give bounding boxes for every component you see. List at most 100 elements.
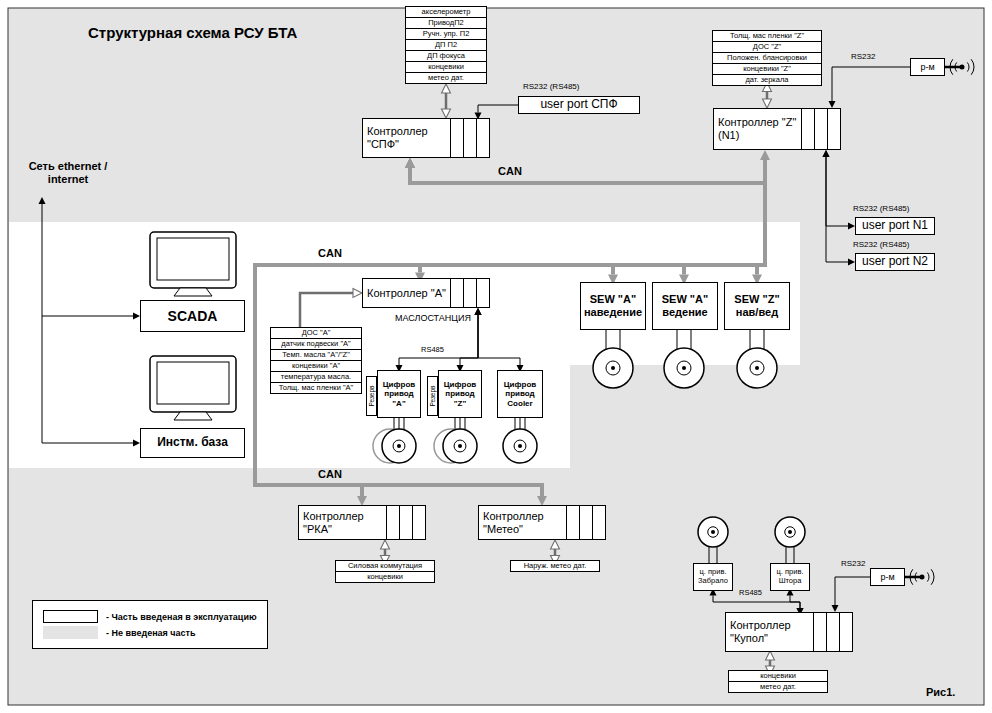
serial-link (790, 596, 800, 609)
device-box: user port СПФ (518, 96, 640, 114)
antenna-dot (960, 65, 965, 70)
legend-swatch (43, 610, 98, 623)
port-cell (579, 506, 592, 539)
commissioned-area (9, 222, 800, 468)
node-text: ц. прив. Штора (773, 568, 807, 585)
motor-shaft (454, 440, 466, 452)
sensor-row: Наруж. метео дат. (511, 561, 599, 571)
port-cell (826, 613, 839, 651)
sensor-row: Ручн. упр. П2 (406, 29, 486, 40)
device-box: Инстм. база (140, 428, 245, 458)
port-cell (412, 506, 425, 539)
port-cell (463, 279, 476, 307)
monitor-case (150, 232, 236, 288)
bus-label: CAN (318, 468, 342, 481)
motor-wire (750, 330, 751, 351)
edge-label: RS232 (840, 559, 866, 568)
serial-link (826, 157, 848, 262)
frame-ground (8, 8, 984, 705)
serial-link (826, 157, 848, 226)
port-cell (814, 109, 827, 149)
network-label: Сеть ethernet / internet (18, 160, 118, 185)
node-text: SEW "A" наведение (583, 293, 643, 318)
device-box: SCADA (140, 300, 245, 332)
antenna-feed (905, 576, 922, 579)
motor-wire (606, 330, 607, 351)
sensor-list: концевикиметео дат. (728, 670, 828, 693)
node-text: Контроллер "РКА" (303, 510, 382, 535)
sensor-row: ДОС "Z" (713, 42, 821, 53)
node-text: Резерв (368, 385, 375, 406)
monitor-screen (157, 362, 229, 404)
sensor-row: ДП П2 (406, 40, 486, 51)
sensor-row: метео дат. (406, 73, 486, 83)
node-text: Контроллер "Метео" (483, 510, 562, 535)
radio-wave (950, 59, 953, 74)
node-text: р-м (880, 572, 894, 582)
node-text: Контроллер "Купол" (730, 619, 809, 644)
sensor-row: Толщ. мас пленки "Z" (713, 31, 821, 42)
sensor-row: Силовая коммутация (336, 561, 434, 572)
motor-center (397, 444, 401, 448)
serial-link (478, 105, 518, 113)
device-box: р-м (910, 58, 945, 76)
sensor-list: акселерометрПриводП2Ручн. упр. П2ДП П2ДП… (405, 6, 487, 84)
port-cell (450, 119, 463, 157)
motor-center (711, 530, 715, 534)
sensor-row: Толщ. мас пленки "А" (271, 383, 361, 393)
legend-swatch (43, 626, 98, 639)
radio-wave (967, 62, 969, 71)
node-text: Цифров привод "А" (380, 380, 418, 408)
sensor-row: Положен. блансировки (713, 53, 821, 64)
radio-wave (927, 572, 929, 581)
node-text: Контроллер "Z" (N1) (718, 116, 797, 141)
device-box: ц. прив. Забрало (693, 563, 733, 591)
device-box: Цифров привод "А" (377, 370, 421, 418)
edge-label: RS232 (RS485) (852, 204, 910, 213)
motor-wire (620, 330, 621, 351)
device-box: р-м (870, 568, 905, 586)
node-text: user port СПФ (540, 98, 617, 112)
sensor-row: концевики (729, 671, 827, 682)
port-cell (386, 506, 399, 539)
node-text: ц. прив. Забрало (696, 568, 730, 585)
port-cell (827, 109, 840, 149)
sensor-row: концевики "А" (271, 361, 361, 372)
serial-link (713, 596, 800, 609)
sensor-list: Силовая коммутацияконцевики (335, 560, 435, 583)
motor-wire (717, 546, 718, 563)
sensor-row: метео дат. (729, 682, 827, 692)
motor-center (458, 444, 462, 448)
node-text: Контроллер "СПФ" (367, 125, 446, 150)
device-box: ц. прив. Штора (770, 563, 810, 591)
controller-label-area: Контроллер "А" (363, 279, 450, 307)
port-cell (463, 119, 476, 157)
motor-wire (794, 546, 795, 563)
controller-box: Контроллер "А" (362, 278, 490, 308)
sensor-row: концевики "Z" (713, 64, 821, 75)
sensor-row: ДП фокуса (406, 51, 486, 62)
port-cell (566, 506, 579, 539)
sensor-row: концевики (406, 62, 486, 73)
radio-wave (955, 62, 957, 71)
node-text: Цифров привод "Z" (441, 380, 479, 408)
radio-wave (915, 572, 917, 581)
reserve-box: Резерв (366, 376, 377, 416)
reserve-box: Резерв (427, 376, 438, 416)
edge-label: RS232 (RS485) (522, 82, 580, 91)
serial-link (42, 316, 133, 443)
antenna-dot (920, 575, 925, 580)
sensor-list: Толщ. мас пленки "Z"ДОС "Z"Положен. блан… (712, 30, 822, 86)
data-arrow (554, 549, 557, 556)
sensor-list: Наруж. метео дат. (510, 560, 600, 572)
node-text: Инстм. база (157, 436, 228, 450)
motor-center (682, 366, 686, 370)
monitor-case (150, 356, 236, 412)
motor-center (788, 530, 792, 534)
can-bus-line (255, 168, 765, 496)
node-text: Резерв (429, 385, 436, 406)
radio-wave (931, 569, 934, 584)
controller-label-area: Контроллер "РКА" (299, 506, 386, 539)
controller-label-area: Контроллер "Z" (N1) (714, 109, 801, 149)
motor-shaft (750, 361, 764, 375)
